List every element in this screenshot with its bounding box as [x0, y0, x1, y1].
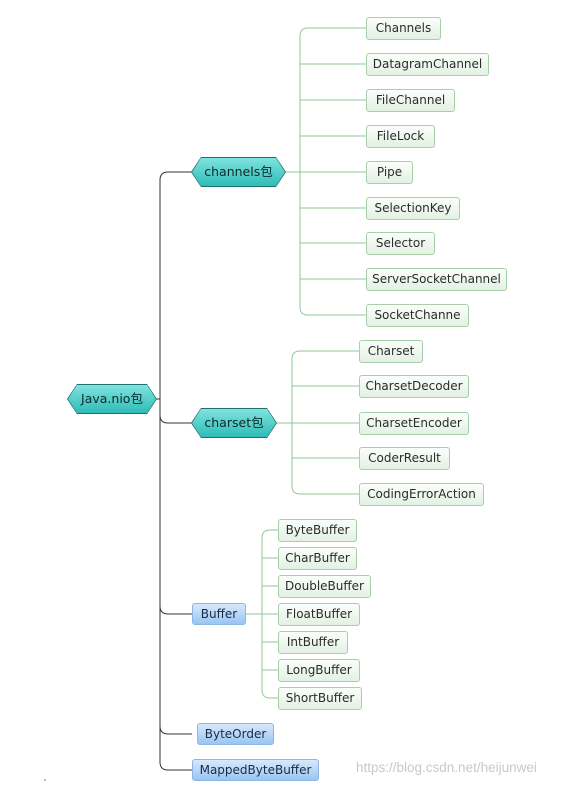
leaf-pipe[interactable]: Pipe [366, 161, 413, 184]
root-connectors [155, 171, 192, 771]
leaf-datagramchannel[interactable]: DatagramChannel [366, 53, 489, 76]
buffer-connectors [246, 529, 278, 699]
leaf-charset[interactable]: Charset [359, 340, 423, 363]
charset-label: charset包 [204, 415, 264, 430]
mappedbytebuffer-node[interactable]: MappedByteBuffer [192, 759, 319, 781]
leaf-shortbuffer[interactable]: ShortBuffer [278, 687, 362, 710]
buffer-node[interactable]: Buffer [192, 603, 246, 625]
root-label: Java.nio包 [81, 391, 143, 406]
channels-node[interactable]: channels包 [192, 158, 285, 186]
leaf-bytebuffer[interactable]: ByteBuffer [278, 519, 357, 542]
leaf-longbuffer[interactable]: LongBuffer [278, 659, 360, 682]
leaf-charsetdecoder[interactable]: CharsetDecoder [359, 375, 469, 398]
leaf-selectionkey[interactable]: SelectionKey [366, 197, 460, 220]
leaf-charsetencoder[interactable]: CharsetEncoder [359, 412, 469, 435]
stray-dot [44, 779, 46, 781]
leaf-channels[interactable]: Channels [366, 17, 441, 40]
leaf-charbuffer[interactable]: CharBuffer [278, 547, 357, 570]
leaf-filelock[interactable]: FileLock [366, 125, 435, 148]
channels-label: channels包 [204, 164, 273, 179]
charset-node[interactable]: charset包 [192, 409, 276, 437]
leaf-floatbuffer[interactable]: FloatBuffer [278, 603, 360, 626]
charset-connectors [276, 350, 359, 495]
byteorder-node[interactable]: ByteOrder [197, 723, 274, 745]
leaf-filechannel[interactable]: FileChannel [366, 89, 455, 112]
leaf-socketchanne[interactable]: SocketChanne [366, 304, 469, 327]
root-node[interactable]: Java.nio包 [68, 385, 156, 413]
channels-connectors [285, 27, 366, 316]
leaf-coderresult[interactable]: CoderResult [359, 447, 450, 470]
leaf-selector[interactable]: Selector [366, 232, 435, 255]
leaf-intbuffer[interactable]: IntBuffer [278, 631, 348, 654]
leaf-codingerroraction[interactable]: CodingErrorAction [359, 483, 484, 506]
watermark: https://blog.csdn.net/heijunwei [356, 760, 537, 775]
leaf-doublebuffer[interactable]: DoubleBuffer [278, 575, 371, 598]
leaf-serversocketchannel[interactable]: ServerSocketChannel [366, 268, 507, 291]
